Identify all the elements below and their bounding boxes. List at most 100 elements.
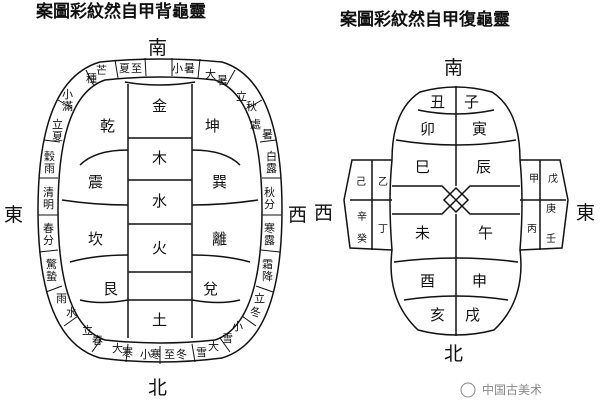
left-cell-huo: 火 [152,239,167,257]
term-daxue-1: 大 [208,339,219,353]
right-title: 案圖彩紋然自甲復龜靈 [339,9,510,30]
right-cell-chen: 辰 [476,158,491,176]
term-da: 大 [205,67,216,81]
right-stem-geng: 庚 [546,202,556,215]
right-right-bridge [519,159,569,251]
term-shuang-2: 降 [262,269,273,283]
right-cell-wu: 午 [478,224,493,242]
right-cell-chou: 丑 [430,93,445,111]
left-cell-dui: 兌 [203,280,218,298]
term-lidong-2: 冬 [250,305,261,319]
left-shell-outline [37,58,283,363]
right-cell-zi: 子 [464,93,479,111]
term-daxue-2: 雪 [196,346,207,359]
term-dahan-1: 大 [112,341,123,355]
left-cell-jin: 金 [152,97,167,115]
term-dongzhi-1: 冬 [176,347,187,361]
left-cell-tu: 土 [152,311,167,329]
right-east-label: 東 [576,202,595,224]
term-guyu-1: 穀 [44,150,55,163]
term-qiufen-1: 秋 [264,185,275,199]
right-cell-you: 酉 [420,272,435,290]
left-cell-qian: 乾 [100,117,115,135]
right-stem-ji: 己 [356,177,366,188]
watermark-text: 中国古美术 [482,382,542,397]
left-west-label: 西 [288,204,307,226]
term-guyu-2: 雨 [44,162,55,175]
term-xiaoman-1: 小 [62,88,73,101]
right-cell-shen: 申 [472,272,487,290]
term-hanlu-1: 寒 [264,221,275,235]
term-xiaoxue-1: 小 [232,320,243,333]
right-cell-yin: 寅 [472,120,487,138]
term-lixia-1: 立 [52,117,63,131]
right-south-label: 南 [444,57,463,79]
left-cell-gen: 艮 [103,280,118,298]
term-lixia-2: 夏 [52,130,63,143]
left-south-label: 南 [148,37,167,59]
term-xiaoman-2: 滿 [62,100,73,113]
left-inner-outline [57,76,263,344]
term-yushui-1: 雨 [56,292,67,305]
left-cell-zhen: 震 [88,173,103,191]
right-stem-xin: 辛 [357,210,367,223]
term-lidong-1: 立 [254,291,265,305]
left-cell-kun: 坤 [205,117,220,135]
right-cell-mao: 卯 [420,120,435,138]
term-shuang-1: 霜 [262,258,273,271]
left-cell-mu: 木 [152,149,167,167]
term-lu: 露 [266,162,277,175]
right-stem-ding: 丁 [378,224,388,235]
term-mang: 芒 [96,64,107,77]
right-cell-hai: 亥 [430,306,445,324]
right-stem-yi: 乙 [378,176,388,188]
term-xiao: 小 [172,62,183,75]
right-cell-xu: 戌 [465,306,480,324]
right-stem-jia: 甲 [529,174,539,185]
term-dongzhi-2: 至 [164,348,175,361]
term-chunfen-2: 分 [43,234,54,247]
left-north-label: 北 [148,377,167,399]
right-cell-si: 巳 [415,158,430,176]
right-stem-wu: 戊 [548,173,558,185]
right-left-bridge [343,159,393,251]
right-stem-gui: 癸 [357,232,367,245]
left-side-plates [61,149,259,304]
right-plastron-outline [389,86,523,336]
watermark-icon [460,382,476,398]
term-dahan-2: 寒 [122,345,133,359]
term-xiaohan-1: 小 [140,348,151,361]
term-qingming-2: 明 [43,198,54,211]
term-qiu: 秋 [246,99,257,113]
right-north-label: 北 [444,343,463,365]
left-cell-kan: 坎 [88,230,103,248]
left-title: 案圖彩紋然自甲背龜靈 [35,1,206,22]
left-cell-shui: 水 [152,192,167,210]
term-li: 立 [236,89,247,103]
left-rim-ticks [38,57,282,364]
right-cell-wei: 未 [415,224,430,242]
term-chunfen-1: 春 [43,222,54,235]
term-zhi: 至 [131,62,142,75]
right-plate-lines [350,86,566,336]
term-zhong: 種 [86,71,97,85]
left-east-label: 東 [4,204,23,226]
term-chu: 處 [250,117,261,131]
term-xia: 夏 [119,62,130,75]
term-shu: 暑 [184,62,195,75]
left-cell-xun: 巽 [212,173,227,191]
right-stem-bing: 丙 [527,224,537,235]
term-xiaohan-2: 寒 [150,347,161,361]
right-west-label: 西 [314,202,333,224]
term-shu2: 暑 [217,74,228,87]
term-jingzhe-1: 驚 [46,257,57,271]
term-yushui-2: 水 [66,306,77,319]
term-qiufen-2: 分 [264,198,275,211]
term-qingming-1: 清 [43,186,54,199]
term-jingzhe-2: 蟄 [46,269,57,283]
left-central-column [124,81,196,338]
term-bai: 白 [266,149,277,163]
right-stem-ren: 壬 [546,233,556,245]
